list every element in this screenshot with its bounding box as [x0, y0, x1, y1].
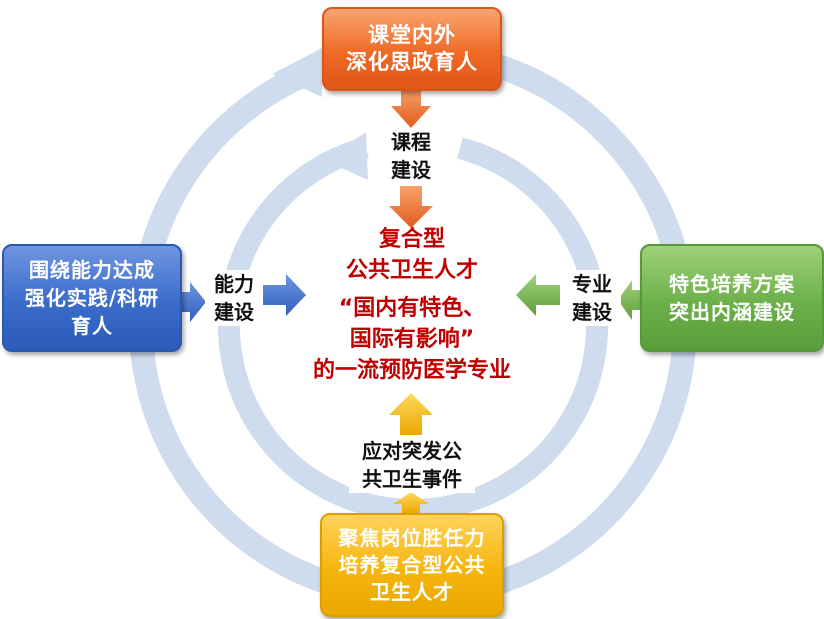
curriculum-construction-label: 课程 建设: [382, 128, 440, 184]
label-line: 建设: [572, 300, 612, 324]
label-line: 能力: [214, 272, 254, 296]
center-line: 的一流预防医学专业: [312, 358, 511, 383]
arrow-left-icon: [516, 274, 560, 316]
center-goal-text: 复合型 公共卫生人才 “国内有特色、 国际有影响” 的一流预防医学专业: [268, 224, 556, 386]
center-line: 复合型: [378, 227, 445, 252]
inner-arrowhead-icon: [324, 132, 368, 180]
box-line: 育人: [71, 314, 113, 338]
box-line: 深化思政育人: [346, 50, 478, 74]
label-line: 应对突发公: [362, 439, 462, 463]
box-line: 强化实践/科研: [24, 286, 160, 310]
box-line: 突出内涵建设: [669, 300, 795, 324]
box-line: 围绕能力达成: [29, 258, 155, 282]
box-line: 培养复合型公共: [338, 552, 486, 577]
label-line: 建设: [214, 300, 254, 324]
arrow-down-icon: [391, 88, 431, 128]
label-line: 建设: [391, 158, 431, 182]
box-line: 卫生人才: [370, 579, 454, 604]
arrow-right-icon: [180, 282, 206, 322]
ability-construction-label: 能力 建设: [205, 270, 263, 326]
arrow-up-icon: [389, 393, 433, 435]
arrow-left-icon: [618, 280, 642, 320]
label-line: 专业: [572, 272, 612, 296]
arrow-down-icon: [389, 186, 433, 228]
practice-research-box: 围绕能力达成 强化实践/科研 育人: [2, 244, 182, 352]
center-line: 国际有影响”: [349, 327, 475, 352]
major-construction-label: 专业 建设: [563, 270, 621, 326]
label-line: 共卫生事件: [362, 467, 462, 491]
box-line: 课堂内外: [368, 23, 456, 47]
competency-focus-box: 聚焦岗位胜任力 培养复合型公共 卫生人才: [320, 513, 504, 617]
training-program-box: 特色培养方案 突出内涵建设: [640, 244, 824, 352]
center-line: “国内有特色、: [338, 296, 486, 321]
box-line: 聚焦岗位胜任力: [338, 525, 486, 550]
label-line: 课程: [391, 130, 431, 154]
outer-arrowhead-icon: [272, 48, 322, 97]
arrow-up-icon: [393, 492, 429, 514]
emergency-response-label: 应对突发公 共卫生事件: [349, 437, 475, 493]
arrow-right-icon: [262, 274, 306, 316]
box-line: 特色培养方案: [669, 272, 795, 296]
ideological-education-box: 课堂内外 深化思政育人: [322, 7, 502, 91]
center-line: 公共卫生人才: [345, 258, 478, 283]
